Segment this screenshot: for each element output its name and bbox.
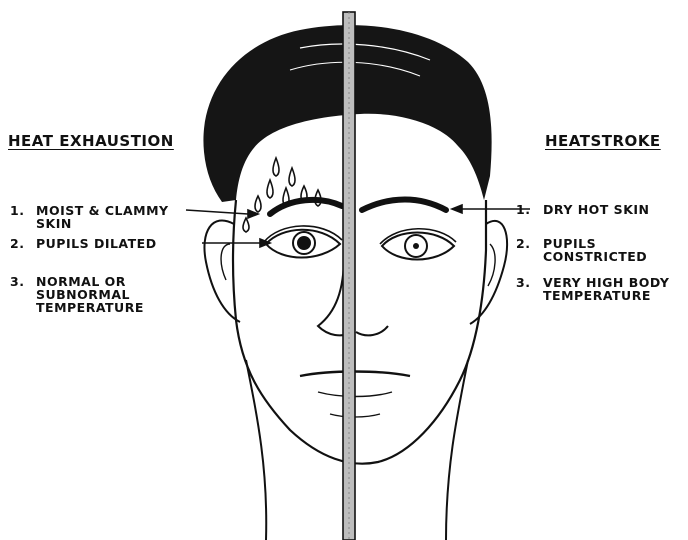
- right-ear: [470, 221, 507, 324]
- divider-bar: [343, 12, 355, 540]
- left-pupil-dilated: [297, 236, 311, 250]
- sweat-drops: [243, 158, 321, 232]
- heatstroke-heading: HEATSTROKE: [545, 132, 661, 150]
- item-text-line: TEMPERATURE: [543, 289, 651, 302]
- item-number: 3.: [10, 275, 24, 288]
- item-text-line: TEMPERATURE: [36, 301, 144, 314]
- item-text-line: PUPILS DILATED: [36, 237, 157, 250]
- item-number: 3.: [516, 276, 530, 289]
- heat-exhaustion-heading: HEAT EXHAUSTION: [8, 132, 174, 150]
- item-number: 1.: [516, 203, 530, 216]
- item-number: 2.: [516, 237, 530, 250]
- right-eyebrow: [362, 200, 446, 211]
- item-number: 2.: [10, 237, 24, 250]
- item-text-line: CONSTRICTED: [543, 250, 647, 263]
- item-text-line: DRY HOT SKIN: [543, 203, 650, 216]
- item-number: 1.: [10, 204, 24, 217]
- left-eyebrow: [270, 200, 342, 214]
- right-pupil-constricted: [413, 243, 419, 249]
- left-leader-lines: [186, 210, 270, 247]
- item-text-line: SKIN: [36, 217, 72, 230]
